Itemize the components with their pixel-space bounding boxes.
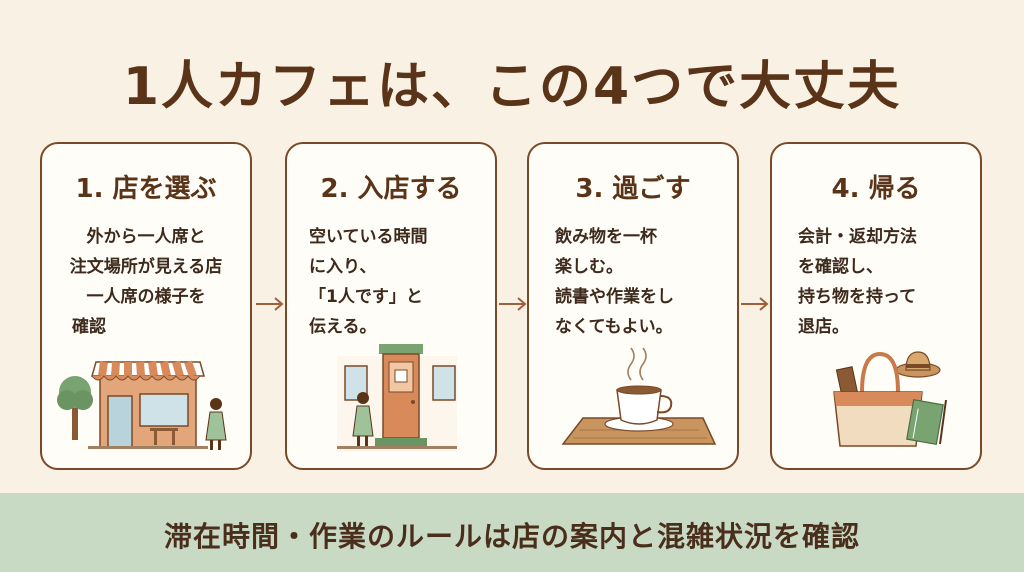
- footer-note: 滞在時間・作業のルールは店の案内と混雑状況を確認: [0, 493, 1024, 572]
- cafe-door-icon: [337, 344, 457, 452]
- step-title: 3. 過ごす: [575, 174, 691, 204]
- step-line: 注文場所が見える店: [69, 257, 223, 277]
- step-line: を確認し、: [798, 257, 883, 277]
- step-line: 飲み物を一杯: [555, 227, 657, 247]
- step-line: 一人席の様子を: [86, 287, 206, 307]
- step-title: 2. 入店する: [320, 174, 462, 204]
- step-description: 外から一人席と 注文場所が見える店 一人席の様子を 確認: [46, 222, 246, 342]
- footer-text: 滞在時間・作業のルールは店の案内と混雑状況を確認: [163, 520, 860, 553]
- step-line: 「1人です」と: [309, 287, 423, 307]
- step-line: 確認: [72, 317, 106, 337]
- coffee-cup-icon: [561, 347, 717, 445]
- step-line: 楽しむ。: [555, 257, 623, 277]
- step-line: 空いている時間: [309, 227, 428, 247]
- step-line: 読書や作業をし: [555, 287, 674, 307]
- step-line: 持ち物を持って: [798, 287, 917, 307]
- step-line: 会計・返却方法: [798, 227, 917, 247]
- step-line: 退店。: [798, 317, 849, 337]
- page-title: 1人カフェは、この4つで大丈夫: [122, 57, 902, 117]
- arrow-right-icon: [499, 297, 527, 311]
- step-line: 伝える。: [309, 317, 377, 337]
- step-card-4: 4. 帰る 会計・返却方法 を確認し、 持ち物を持って 退店。: [770, 142, 982, 470]
- step-title: 1. 店を選ぶ: [75, 174, 217, 204]
- step-description: 飲み物を一杯 楽しむ。 読書や作業をし なくてもよい。: [555, 222, 729, 342]
- step-description: 空いている時間 に入り、 「1人です」と 伝える。: [309, 222, 487, 342]
- cafe-storefront-icon: [57, 360, 227, 450]
- arrow-right-icon: [741, 297, 769, 311]
- step-line: に入り、: [309, 257, 377, 277]
- step-title: 4. 帰る: [831, 174, 921, 204]
- step-line: なくてもよい。: [555, 317, 673, 337]
- step-card-2: 2. 入店する 空いている時間 に入り、 「1人です」と 伝える。: [285, 142, 497, 470]
- step-line: 外から一人席と: [86, 227, 206, 247]
- arrow-right-icon: [256, 297, 284, 311]
- tote-bag-icon: [833, 351, 947, 447]
- step-card-1: 1. 店を選ぶ 外から一人席と 注文場所が見える店 一人席の様子を 確認: [40, 142, 252, 470]
- step-description: 会計・返却方法 を確認し、 持ち物を持って 退店。: [798, 222, 972, 342]
- step-card-3: 3. 過ごす 飲み物を一杯 楽しむ。 読書や作業をし なくてもよい。: [527, 142, 739, 470]
